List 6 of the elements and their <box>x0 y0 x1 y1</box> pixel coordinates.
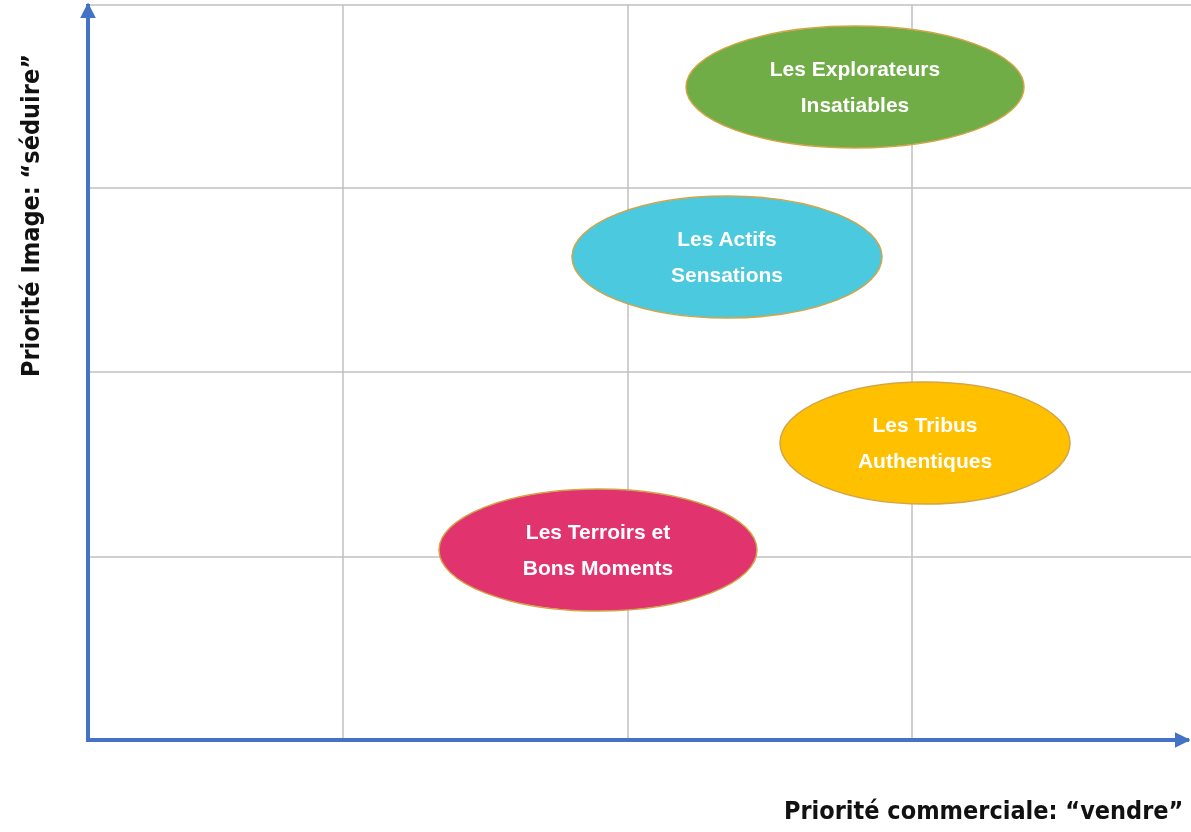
axis-title: Priorité commerciale: “vendre” <box>784 795 1184 825</box>
segment-label: Les Actifs Sensations <box>669 226 784 288</box>
segment-label: Les Terroirs et Bons Moments <box>521 519 675 581</box>
segment-label: Les Explorateurs Insatiables <box>768 56 942 118</box>
axis-title: Priorité Image: “séduire” <box>15 53 45 377</box>
segment-label: Les Tribus Authentiques <box>856 412 994 474</box>
